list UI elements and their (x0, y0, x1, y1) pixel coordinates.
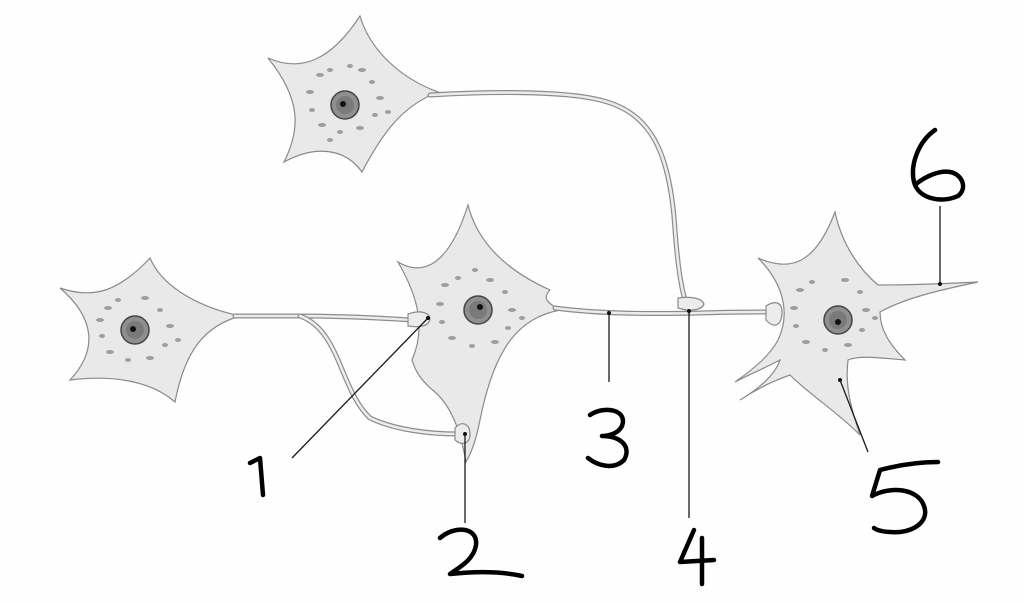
label-3: 3 (585, 407, 629, 469)
neuron-middle-soma (396, 202, 562, 464)
label-6: 6 (910, 127, 966, 202)
leader-lines (291, 206, 942, 523)
neuron-left (59, 256, 461, 437)
label-2: 2 (437, 527, 525, 579)
neuron-top-granules (306, 64, 391, 142)
label-6-text: 6 (935, 169, 936, 171)
neuron-middle-granules (436, 268, 525, 348)
neuron-left-granules (96, 296, 181, 362)
bouton-left-to-middle (407, 311, 431, 328)
neuron-middle (396, 202, 773, 464)
label-1: 1 (247, 455, 266, 498)
neuron-left-soma (59, 256, 241, 404)
label-5: 5 (869, 459, 941, 535)
bouton-middle-to-right (765, 302, 783, 326)
bouton-top-to-axon (677, 296, 705, 311)
neuron-right-soma (734, 209, 979, 436)
label-5-text: 5 (900, 499, 901, 501)
neuron-right-granules (790, 278, 878, 352)
label-1-text: 1 (255, 479, 256, 481)
leader-line-5 (839, 379, 869, 453)
label-3-text: 3 (605, 439, 606, 441)
neuron-top (267, 14, 688, 303)
leader-line-1 (291, 317, 429, 459)
label-4: 4 (677, 527, 717, 587)
bouton-branch (454, 423, 471, 444)
neuron-right (734, 209, 979, 436)
label-2-text: 2 (480, 554, 481, 556)
